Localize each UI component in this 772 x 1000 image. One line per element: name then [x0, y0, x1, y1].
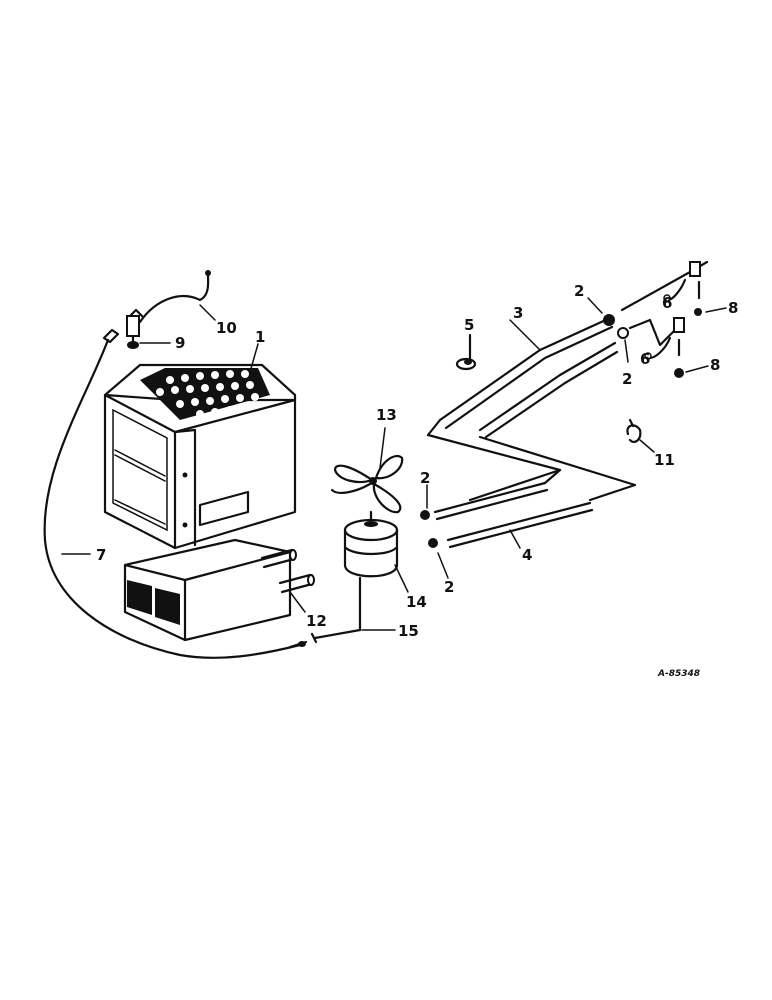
callout-2-top: 2	[574, 282, 584, 300]
callout-6-top: 6	[662, 294, 672, 312]
callout-4: 4	[522, 546, 532, 564]
callout-7: 7	[96, 546, 106, 564]
callout-12: 12	[306, 612, 327, 630]
callout-5: 5	[464, 316, 474, 334]
callout-3: 3	[513, 304, 523, 322]
valves	[620, 260, 709, 378]
callout-11: 11	[654, 451, 675, 469]
callout-2-mid: 2	[420, 469, 430, 487]
callout-15: 15	[398, 622, 419, 640]
callout-14: 14	[406, 593, 427, 611]
reference-code: A-85348	[657, 669, 700, 679]
heater-housing	[103, 363, 297, 550]
callout-2-bottom: 2	[444, 578, 454, 596]
heater-core	[123, 538, 315, 642]
clip	[455, 333, 477, 371]
leader-lines	[61, 297, 727, 631]
hose-clamp	[626, 418, 642, 444]
fan-blade	[330, 454, 404, 514]
callout-13: 13	[376, 406, 397, 424]
callout-8-top: 8	[728, 299, 738, 317]
callout-8-bottom: 8	[710, 356, 720, 374]
callout-9: 9	[175, 334, 185, 352]
washers	[420, 314, 629, 548]
motor	[310, 510, 399, 644]
callout-2-right: 2	[622, 370, 632, 388]
switch-assembly	[126, 270, 211, 349]
control-cable	[43, 328, 308, 659]
top-grille	[140, 368, 270, 420]
callout-1: 1	[255, 328, 265, 346]
callout-10: 10	[216, 319, 237, 337]
hose-lower	[433, 435, 637, 549]
hose-upper	[426, 316, 619, 502]
callout-6-bottom: 6	[640, 350, 650, 368]
